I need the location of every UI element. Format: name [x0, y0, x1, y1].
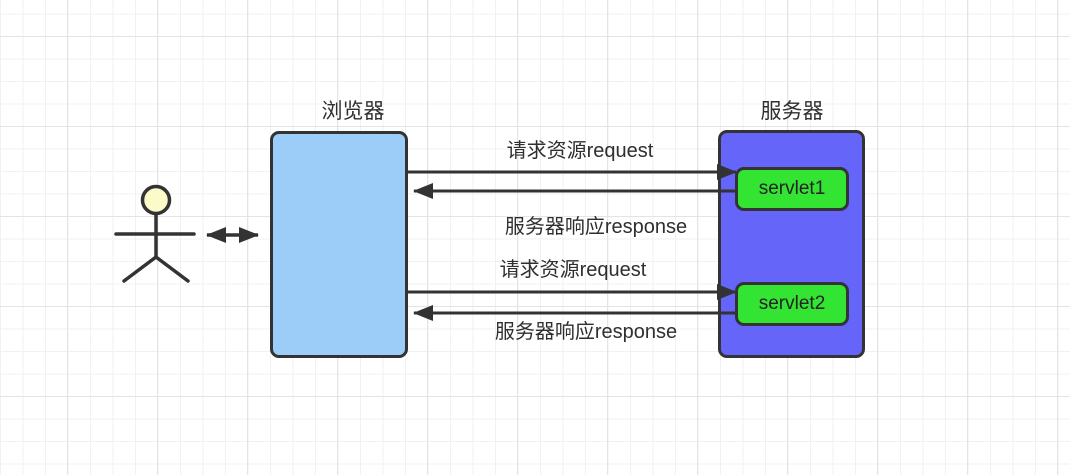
- message-label-request-2: 请求资源request: [499, 259, 647, 281]
- browser-node: [270, 131, 408, 358]
- server-label: 服务器: [760, 100, 824, 123]
- servlet2-node: servlet2: [735, 282, 849, 326]
- browser-label: 浏览器: [321, 100, 385, 123]
- servlet1-node: servlet1: [735, 167, 849, 211]
- message-label-response-1: 服务器响应response: [504, 216, 688, 238]
- message-label-response-2: 服务器响应response: [494, 321, 678, 343]
- user-actor-icon: [114, 184, 196, 283]
- message-label-request-1: 请求资源request: [506, 140, 654, 162]
